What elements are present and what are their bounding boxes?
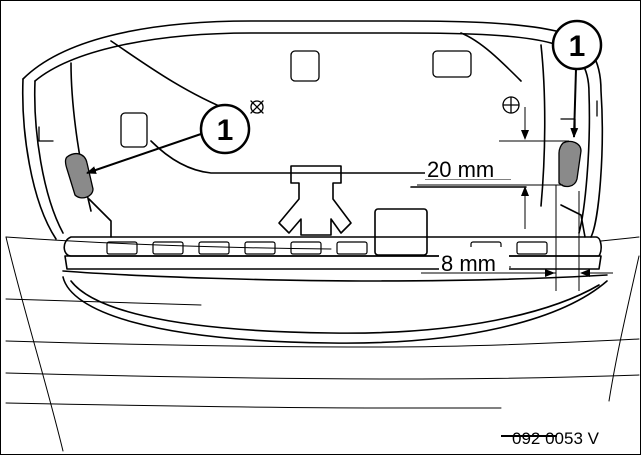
callout-left: 1 [199, 103, 251, 155]
dimension-8mm: 8 mm [441, 251, 496, 276]
dimension-20mm: 20 mm [427, 157, 494, 182]
callout-label-right: 1 [569, 30, 586, 63]
line-art [5, 20, 640, 452]
seal-parts [64, 140, 582, 199]
seal-part-left [64, 152, 94, 199]
open-flap [21, 20, 604, 240]
flap-clips [38, 50, 598, 148]
callout-right: 1 [551, 19, 603, 71]
figure-id: 092 0053 V [512, 429, 600, 448]
dimension-labels: 20 mm 8 mm [425, 155, 513, 276]
callout-label-left: 1 [217, 114, 234, 147]
seal-part-right [558, 140, 582, 188]
handle-slots [106, 241, 548, 255]
handle-housing [62, 165, 608, 344]
callout-leaders [86, 68, 579, 437]
